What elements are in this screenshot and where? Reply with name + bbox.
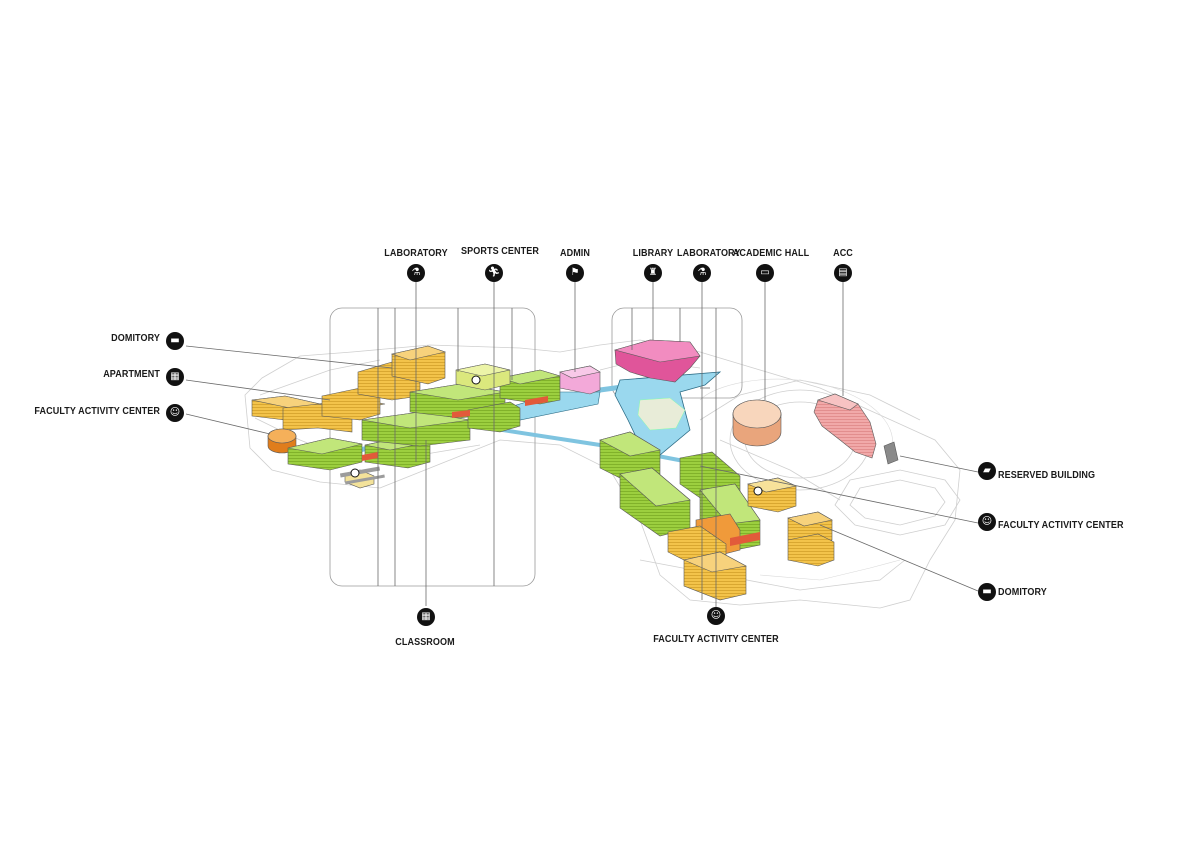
people-group-icon: ☺ bbox=[978, 513, 996, 531]
people-group-icon: ☺ bbox=[707, 607, 725, 625]
label-domitory-left: DOMITORY bbox=[111, 332, 160, 344]
label-academic-hall: ACADEMIC HALL bbox=[732, 247, 810, 259]
track-field bbox=[699, 378, 901, 581]
microscope-icon: ⚗ bbox=[407, 264, 425, 282]
leader-lines bbox=[185, 282, 979, 608]
auditorium-icon: ▭ bbox=[756, 264, 774, 282]
people-group-icon: ☺ bbox=[166, 404, 184, 422]
flag-icon: ▰ bbox=[978, 462, 996, 480]
bed-icon: ▬ bbox=[978, 583, 996, 601]
label-laboratory-right: LABORATORY bbox=[677, 247, 741, 259]
label-apartment: APARTMENT bbox=[103, 368, 160, 380]
label-sports-center: SPORTS CENTER bbox=[461, 245, 539, 257]
label-reserved-building: RESERVED BUILDING bbox=[998, 469, 1096, 481]
apartment-icon: ▦ bbox=[166, 368, 184, 386]
label-faculty-activity-right: FACULTY ACTIVITY CENTER bbox=[998, 519, 1124, 531]
label-acc: ACC bbox=[833, 247, 853, 259]
x-markers bbox=[350, 375, 763, 496]
book-icon: ▤ bbox=[834, 264, 852, 282]
bed-icon: ▬ bbox=[166, 332, 184, 350]
paving-strip bbox=[339, 466, 385, 485]
label-library: LIBRARY bbox=[632, 247, 674, 259]
library-icon: ♜ bbox=[644, 264, 662, 282]
label-laboratory-left: LABORATORY bbox=[384, 247, 448, 259]
label-faculty-activity-bottom: FACULTY ACTIVITY CENTER bbox=[653, 633, 779, 645]
microscope-icon: ⚗ bbox=[693, 264, 711, 282]
classroom-icon: ▦ bbox=[417, 608, 435, 626]
runner-icon: 🏃︎ bbox=[485, 264, 503, 282]
central-buildings bbox=[599, 339, 899, 601]
label-domitory-right: DOMITORY bbox=[998, 586, 1047, 598]
label-admin: ADMIN bbox=[559, 247, 591, 259]
label-classroom: CLASSROOM bbox=[395, 636, 455, 648]
label-faculty-activity-left: FACULTY ACTIVITY CENTER bbox=[34, 405, 161, 417]
admin-icon: ⚑ bbox=[566, 264, 584, 282]
